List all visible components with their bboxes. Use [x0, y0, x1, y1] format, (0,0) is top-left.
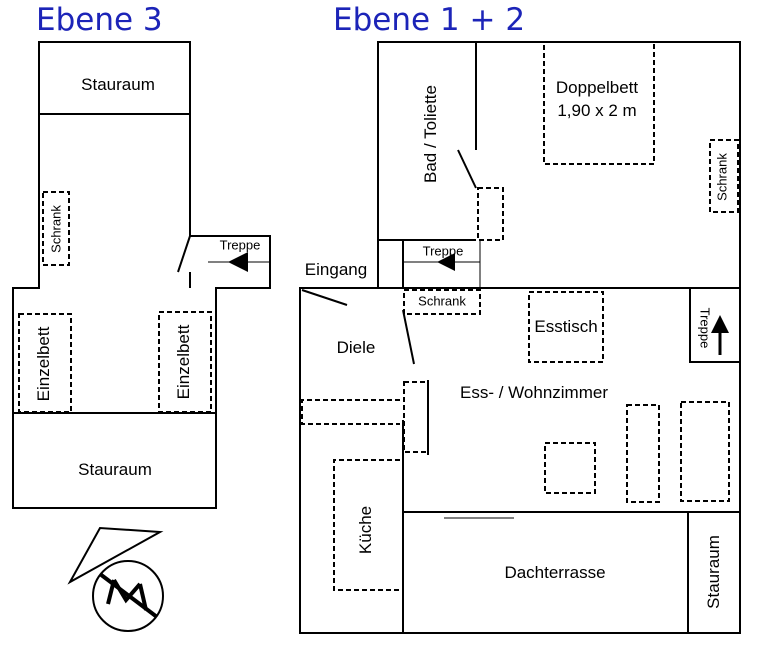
- hall-wardrobe-box: [403, 289, 481, 315]
- hall-shelf-box: [301, 399, 400, 425]
- dining-table-label: Esstisch: [534, 317, 598, 336]
- kitchen-counter-box: [333, 459, 400, 591]
- entrance-label: Eingang: [304, 260, 368, 279]
- level12-stairs-arrow: [437, 253, 455, 271]
- level3-wardrobe-label: Schrank: [48, 205, 64, 253]
- dining-table-box: [528, 291, 604, 363]
- level3-heading: Ebene 3: [36, 2, 163, 38]
- level3-wardrobe-box: [42, 191, 70, 266]
- sofa-left-box: [626, 404, 660, 503]
- level3-outline: [12, 41, 271, 509]
- wardrobe-right-box: [709, 139, 739, 213]
- bathroom-label: Bad / Toliette: [421, 85, 440, 183]
- roof-terrace-label: Dachterrasse: [504, 563, 606, 582]
- hall-label: Diele: [336, 338, 376, 357]
- level3-storage-bottom-label: Stauraum: [78, 460, 152, 479]
- storage-label: Stauraum: [704, 535, 723, 609]
- inner-stairs-label: Treppe: [422, 243, 464, 259]
- level3-storage-top-label: Stauraum: [81, 75, 155, 94]
- level3-stairs-label: Treppe: [219, 237, 261, 253]
- level3-bed-left-label: Einzelbett: [34, 326, 53, 402]
- wardrobe-right-label: Schrank: [714, 153, 730, 201]
- level3-bed-left-box: [18, 313, 72, 413]
- sofa-right-box: [680, 401, 730, 502]
- double-bed-label: Doppelbett: [555, 78, 639, 97]
- level12-heading: Ebene 1 + 2: [333, 2, 526, 38]
- level3-bed-right-label: Einzelbett: [174, 324, 193, 400]
- bath-wardrobe-box: [477, 187, 504, 241]
- level3-bed-right-box: [158, 311, 212, 413]
- level12-right-stairs-arrow: [711, 315, 729, 333]
- coffee-table-box: [544, 442, 596, 494]
- level3-storage-top: [38, 41, 191, 115]
- right-stairs-label: Treppe: [697, 307, 713, 349]
- hall-wardrobe-label: Schrank: [418, 293, 466, 309]
- hall-cabinet-box: [403, 381, 429, 453]
- double-bed-size-label: 1,90 x 2 m: [557, 101, 637, 120]
- level3-stairs-arrow: [228, 252, 248, 272]
- living-room-label: Ess- / Wohnzimmer: [460, 383, 608, 402]
- compass: [67, 526, 164, 632]
- double-bed-box: [543, 41, 655, 165]
- kitchen-label: Küche: [356, 505, 375, 555]
